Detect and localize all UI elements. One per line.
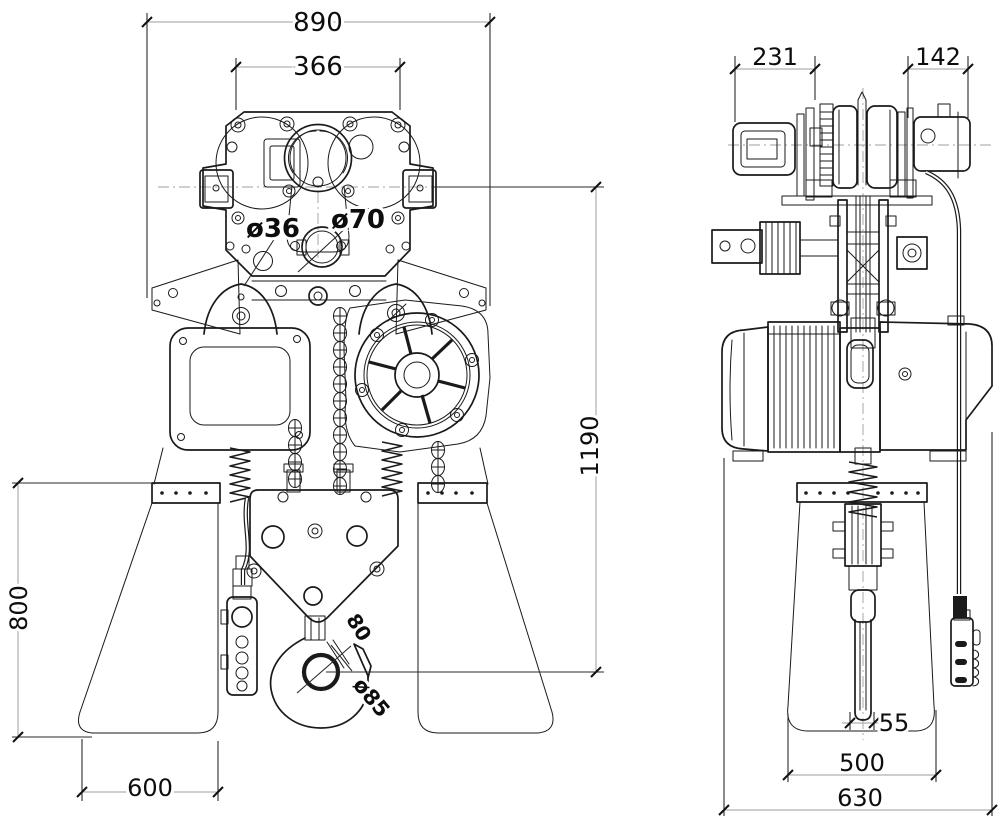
front-body-right-cover [343, 299, 491, 485]
dim-label-55: 55 [879, 709, 910, 737]
dim-label-o36: ø36 [246, 214, 300, 244]
dim-trolley-left: 231 [729, 40, 821, 122]
side-chain-bag [787, 501, 935, 732]
front-left-bag [78, 502, 219, 734]
dim-bag-width-front: 600 [76, 739, 224, 805]
front-right-spring [381, 441, 403, 497]
dim-hole-36: ø36 [243, 211, 303, 287]
dim-overall-width: 890 [141, 5, 496, 306]
dim-label-890: 890 [293, 8, 343, 38]
front-view: 890 366 ø36 ø70 1190 [2, 5, 607, 805]
dim-label-600: 600 [127, 774, 173, 802]
pendant-emergency-button [231, 606, 253, 628]
dim-overall-depth: 630 [718, 432, 998, 816]
front-suspension-pin-70 [296, 226, 350, 268]
dim-bag-width-side: 500 [782, 710, 942, 782]
side-trolley [732, 91, 971, 206]
dim-label-o70: ø70 [331, 205, 385, 235]
front-chain-bags [78, 482, 554, 734]
dim-hook-thickness: 55 [842, 706, 912, 740]
dim-label-1190: 1190 [576, 415, 604, 476]
dim-label-366: 366 [293, 52, 343, 82]
side-hoist-body [721, 315, 993, 462]
dim-suspension-width: 366 [230, 49, 406, 110]
side-view: 231 142 55 500 [711, 40, 998, 816]
dim-label-231: 231 [752, 43, 798, 71]
front-hole-36 [253, 251, 273, 271]
front-body-left-cover [153, 327, 311, 485]
dim-label-630: 630 [837, 784, 883, 812]
front-right-bag [417, 502, 554, 734]
front-trolley-plate [199, 111, 437, 277]
dim-label-500: 500 [839, 749, 885, 777]
front-right-lug [402, 169, 437, 209]
side-pendant-control [950, 596, 981, 687]
dim-trolley-right: 142 [902, 40, 974, 118]
dim-label-800: 800 [5, 585, 33, 631]
front-pendant-control [220, 497, 258, 696]
side-hook-assembly [796, 447, 928, 721]
dim-label-142: 142 [915, 43, 961, 71]
front-hook-block [246, 463, 399, 623]
dim-hole-70: ø70 [297, 202, 388, 273]
side-suspension [711, 169, 962, 594]
dim-label-80: 80 [341, 609, 376, 645]
front-left-spring [229, 447, 251, 503]
dim-overall-height: 1190 [326, 181, 607, 678]
front-chains [229, 307, 445, 503]
dim-bag-height: 800 [2, 477, 152, 743]
front-left-lug [199, 169, 234, 209]
front-hoist-top [151, 259, 487, 335]
